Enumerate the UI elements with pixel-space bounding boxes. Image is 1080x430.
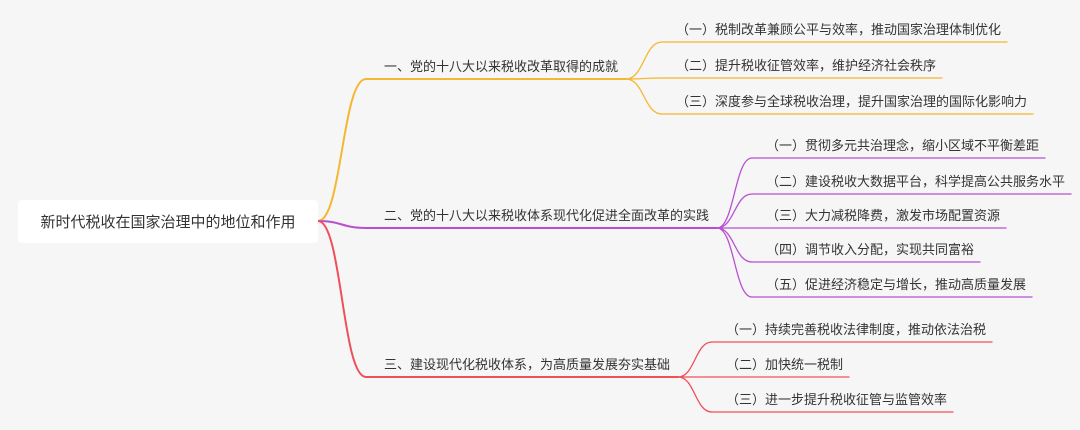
branch-1-child-1-connector	[625, 41, 663, 80]
branch-2-label[interactable]: 二、党的十八大以来税收体系现代化促进全面改革的实践	[384, 209, 710, 224]
branch-2-child-1[interactable]: （一）贯彻多元共治理念，缩小区域不平衡差距	[766, 139, 1040, 154]
branch-3-child-3[interactable]: （三）进一步提升税收征管与监管效率	[726, 393, 948, 408]
branch-2-child-2-connector	[716, 193, 753, 229]
branch-1-child-2[interactable]: （二）提升税收征管效率，维护经济社会秩序	[676, 59, 937, 74]
branch-3-child-3-connector	[677, 376, 713, 413]
branch-2-child-4-connector	[716, 227, 753, 263]
branch-2-child-5[interactable]: （五）促进经济稳定与增长，推动高质量发展	[766, 278, 1027, 293]
branch-1-connector	[317, 78, 367, 222]
root-label: 新时代税收在国家治理中的地位和作用	[40, 213, 296, 231]
branch-1-child-3[interactable]: （三）深度参与全球税收治理，提升国家治理的国际化影响力	[676, 95, 1028, 110]
branch-2-child-2[interactable]: （二）建设税收大数据平台，科学提高公共服务水平	[766, 175, 1066, 190]
branch-3-label[interactable]: 三、建设现代化税收体系，为高质量发展夯实基础	[384, 358, 671, 373]
branch-2-child-4[interactable]: （四）调节收入分配，实现共同富裕	[766, 243, 975, 258]
branch-3-connector	[317, 220, 367, 378]
branch-3-child-1[interactable]: （一）持续完善税收法律制度，推动依法治税	[726, 323, 987, 338]
branch-1-child-1[interactable]: （一）税制改革兼顾公平与效率，推动国家治理体制优化	[676, 23, 1002, 38]
branch-2-connector	[317, 220, 367, 229]
branch-2-child-5-connector	[716, 227, 753, 298]
branch-1-child-3-connector	[625, 78, 663, 115]
branch-2-child-1-connector	[716, 157, 753, 229]
branch-1-label[interactable]: 一、党的十八大以来税收改革取得的成就	[384, 60, 619, 75]
branch-3-child-2[interactable]: （二）加快统一税制	[726, 358, 844, 373]
root-node[interactable]: 新时代税收在国家治理中的地位和作用	[18, 200, 318, 243]
branch-3-child-1-connector	[677, 341, 713, 378]
branch-2-child-3[interactable]: （三）大力减税降费，激发市场配置资源	[766, 209, 1001, 224]
